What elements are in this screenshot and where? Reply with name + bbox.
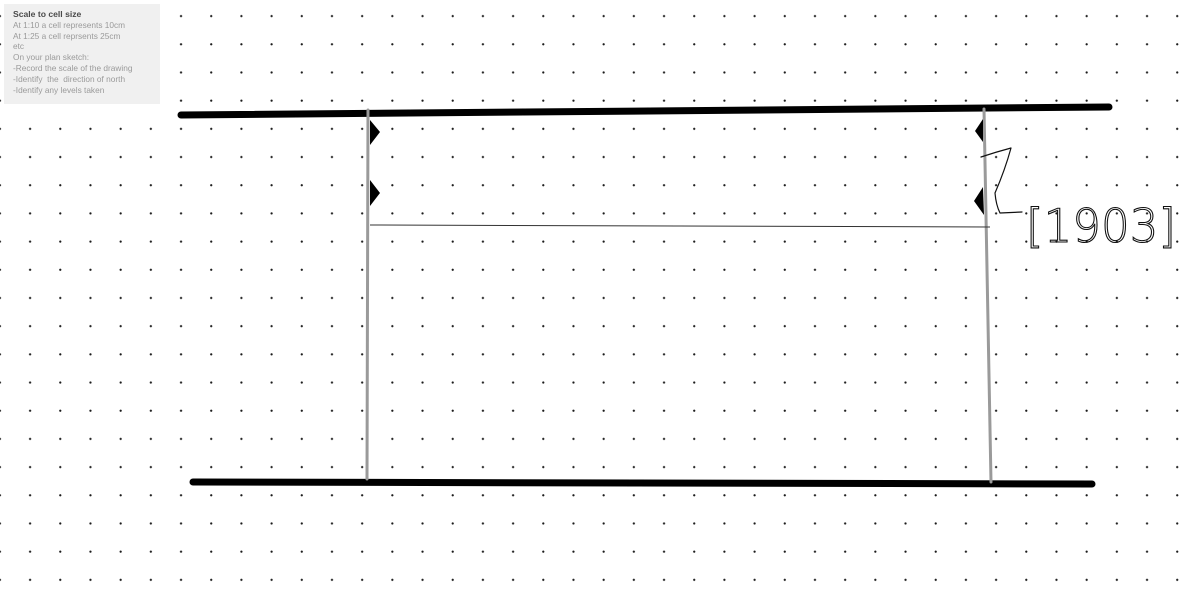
left-section-line — [365, 108, 370, 481]
right-marker-lower — [974, 187, 984, 215]
info-line-1: At 1:10 a cell represents 10cm — [13, 19, 126, 30]
info-line-2: At 1:25 a cell reprsents 25cm — [13, 30, 121, 41]
layer-boundary-line — [369, 224, 991, 228]
top-wall-line — [177, 103, 1113, 119]
left-marker-upper — [370, 120, 380, 145]
right-section-line — [982, 107, 993, 484]
annotation-leader — [980, 147, 1023, 214]
info-line-4: On your plan sketch: — [13, 52, 90, 63]
info-line-6: -Identify the direction of north — [13, 73, 126, 84]
context-number-label: [1903] — [1026, 199, 1176, 253]
info-line-7: -Identify any levels taken — [13, 84, 105, 95]
info-line-5: -Record the scale of the drawing — [13, 62, 133, 73]
bottom-wall-line — [189, 478, 1096, 488]
scale-info-box: Scale to cell size At 1:10 a cell repres… — [4, 4, 160, 104]
info-line-3: etc — [13, 41, 25, 52]
info-box-title: Scale to cell size — [13, 9, 82, 19]
left-marker-lower — [370, 180, 380, 206]
right-marker-upper — [975, 119, 983, 142]
